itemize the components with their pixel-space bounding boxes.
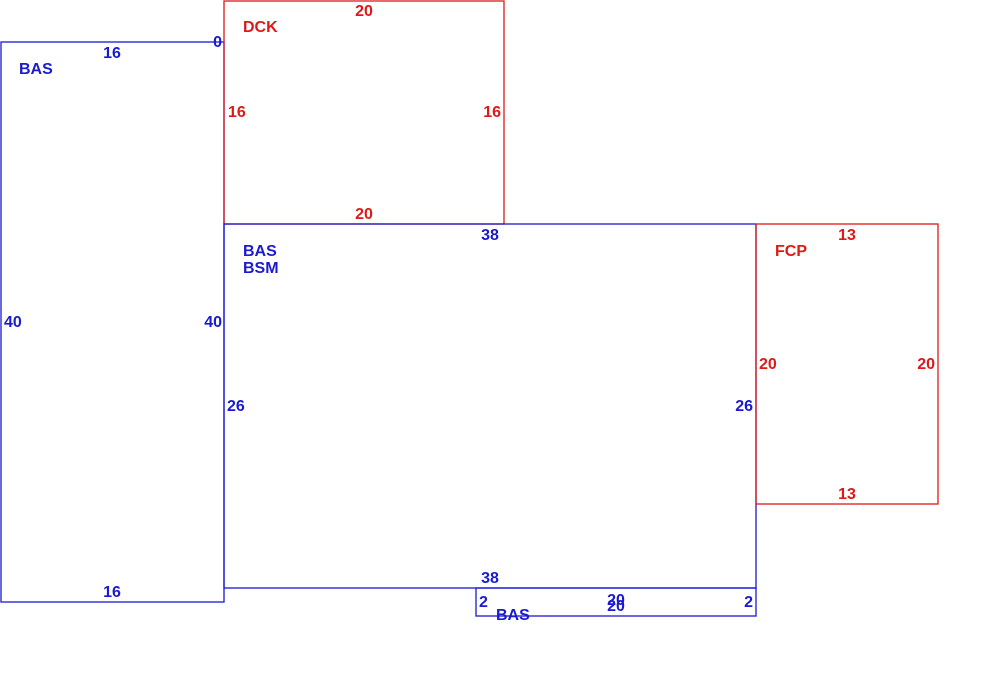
- area-bas-strip-outline: [475, 587, 757, 617]
- area-bas-bsm: BAS BSM 38 38 26 26: [223, 223, 757, 589]
- area-dck-label: DCK: [243, 19, 278, 36]
- area-fcp-dim-top: 13: [838, 227, 856, 244]
- area-bas-bsm-label-2: BSM: [243, 260, 279, 277]
- area-bas-left-dim-corner: 0: [213, 34, 222, 51]
- area-bas-left-label: BAS: [19, 61, 53, 78]
- area-bas-left: BAS 16 16 40 40 0: [0, 34, 225, 603]
- area-bas-left-outline: [0, 41, 225, 603]
- area-fcp-dim-bottom: 13: [838, 486, 856, 503]
- area-bas-bsm-label-1: BAS: [243, 243, 277, 260]
- area-bas-strip-dim-top: 20: [607, 592, 625, 609]
- area-dck: DCK 20 20 16 16: [223, 0, 505, 225]
- area-bas-left-dim-bottom: 16: [103, 584, 121, 601]
- area-bas-bsm-outline: [223, 223, 757, 589]
- area-bas-strip-dim-right: 2: [744, 594, 753, 611]
- area-bas-strip-dim-left: 2: [479, 594, 488, 611]
- area-bas-left-dim-right: 40: [204, 314, 222, 331]
- area-fcp: FCP 13 13 20 20: [755, 223, 939, 505]
- area-bas-bsm-dim-right: 26: [735, 398, 753, 415]
- area-dck-dim-left: 16: [228, 104, 246, 121]
- area-bas-strip-label: BAS: [496, 607, 530, 624]
- area-dck-dim-bottom: 20: [355, 206, 373, 223]
- area-bas-left-dim-top: 16: [103, 45, 121, 62]
- area-fcp-dim-right: 20: [917, 356, 935, 373]
- area-dck-dim-right: 16: [483, 104, 501, 121]
- area-fcp-outline: [755, 223, 939, 505]
- area-bas-bsm-dim-bottom: 38: [481, 570, 499, 587]
- area-fcp-dim-left: 20: [759, 356, 777, 373]
- area-bas-bsm-dim-top: 38: [481, 227, 499, 244]
- area-bas-left-dim-left: 40: [4, 314, 22, 331]
- area-bas-strip-dim-bottom: 20: [607, 598, 625, 615]
- area-bas-bsm-dim-left: 26: [227, 398, 245, 415]
- area-bas-strip: BAS 20 20 2 2: [475, 587, 757, 624]
- area-dck-dim-top: 20: [355, 3, 373, 20]
- area-fcp-label: FCP: [775, 243, 807, 260]
